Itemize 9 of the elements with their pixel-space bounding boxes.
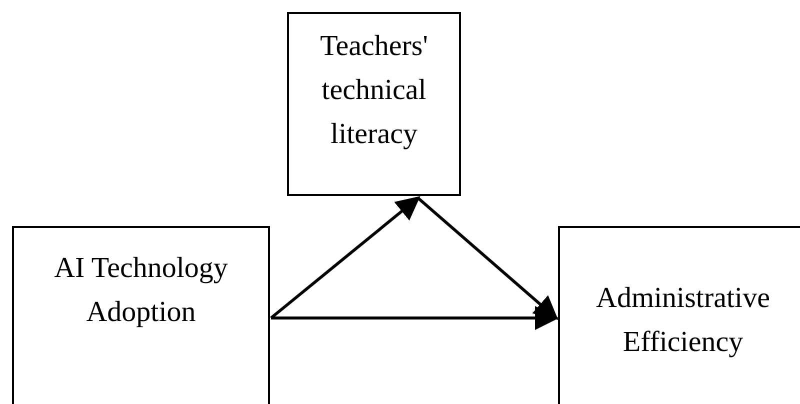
- arrow: [271, 306, 559, 330]
- box-label: AI Technology Adoption: [53, 251, 229, 330]
- process-box: [558, 226, 800, 404]
- process-box: [287, 12, 461, 196]
- arrow: [270, 196, 420, 320]
- arrow: [417, 196, 558, 320]
- box-label: Teachers' technical literacy: [319, 29, 429, 152]
- process-box: [12, 226, 270, 404]
- box-label: Administrative Efficiency: [595, 281, 771, 360]
